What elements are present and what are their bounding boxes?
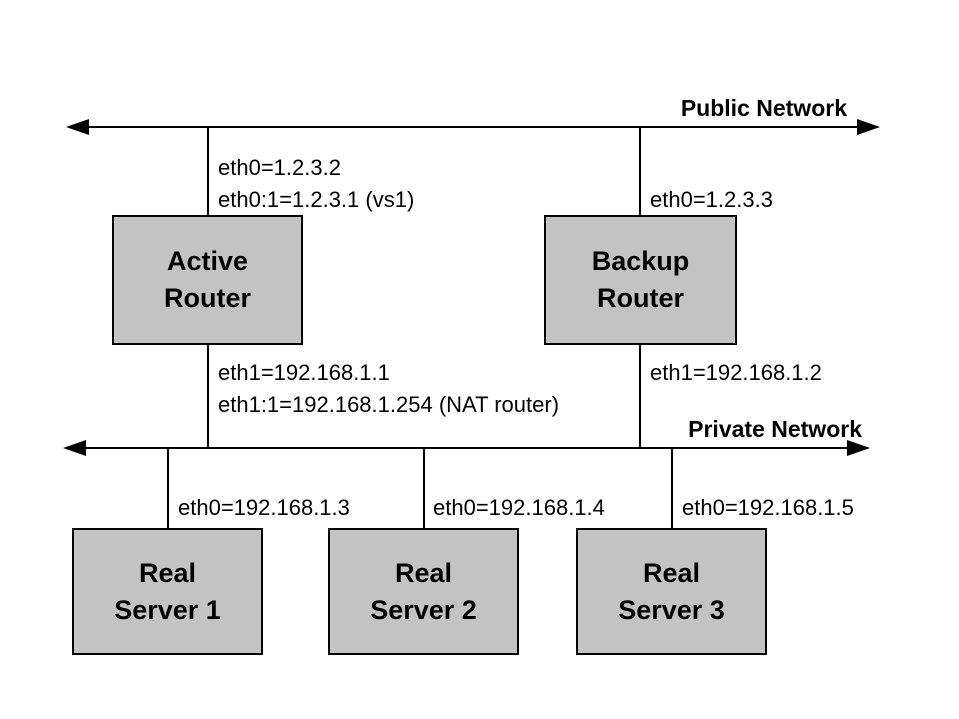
real-server-2-label-line1: Real — [394, 557, 453, 588]
private-network-right-arrow-icon — [847, 440, 870, 456]
backup-router-public-link — [639, 128, 641, 215]
private-network-left-arrow-icon — [63, 440, 86, 456]
active-router-label-line2: Router — [164, 283, 251, 313]
real-server-1-node: Real Server 1 — [72, 528, 263, 655]
real-server-2-label-line2: Server 2 — [370, 594, 477, 625]
real-server-2-node: Real Server 2 — [328, 528, 519, 655]
public-network-line — [70, 126, 878, 128]
active-router-eth1-label: eth1=192.168.1.1 — [218, 360, 390, 385]
backup-router-eth0-label: eth0=1.2.3.3 — [650, 187, 773, 212]
private-network-line — [67, 447, 868, 449]
real-server-3-node: Real Server 3 — [576, 528, 767, 655]
backup-router-node: Backup Router — [544, 215, 737, 345]
real-server-1-link — [167, 449, 169, 528]
public-network-label: Public Network — [680, 95, 847, 121]
active-router-eth1-alias-label: eth1:1=192.168.1.254 (NAT router) — [218, 392, 560, 417]
active-router-label-line1: Active — [166, 246, 249, 276]
backup-router-eth1-label: eth1=192.168.1.2 — [650, 360, 822, 385]
public-network-right-arrow-icon — [857, 119, 880, 135]
active-router-private-link — [207, 345, 209, 448]
real-server-2-eth0-label: eth0=192.168.1.4 — [433, 495, 605, 520]
active-router-node: Active Router — [112, 215, 303, 345]
real-server-3-label-line1: Real — [642, 557, 701, 588]
real-server-1-label-line1: Real — [138, 557, 197, 588]
public-network-left-arrow-icon — [66, 119, 89, 135]
real-server-1-eth0-label: eth0=192.168.1.3 — [178, 495, 350, 520]
real-server-2-link — [423, 449, 425, 528]
backup-router-private-link — [639, 345, 641, 448]
backup-router-label-line1: Backup — [591, 246, 690, 276]
backup-router-label-line2: Router — [597, 283, 684, 313]
real-server-3-label-line2: Server 3 — [618, 594, 725, 625]
active-router-eth0-label: eth0=1.2.3.2 — [218, 155, 341, 180]
active-router-eth0-alias-label: eth0:1=1.2.3.1 (vs1) — [218, 187, 415, 212]
real-server-3-link — [671, 449, 673, 528]
active-router-public-link — [207, 128, 209, 215]
real-server-1-label-line2: Server 1 — [114, 594, 221, 625]
private-network-label: Private Network — [688, 416, 862, 442]
real-server-3-eth0-label: eth0=192.168.1.5 — [682, 495, 854, 520]
